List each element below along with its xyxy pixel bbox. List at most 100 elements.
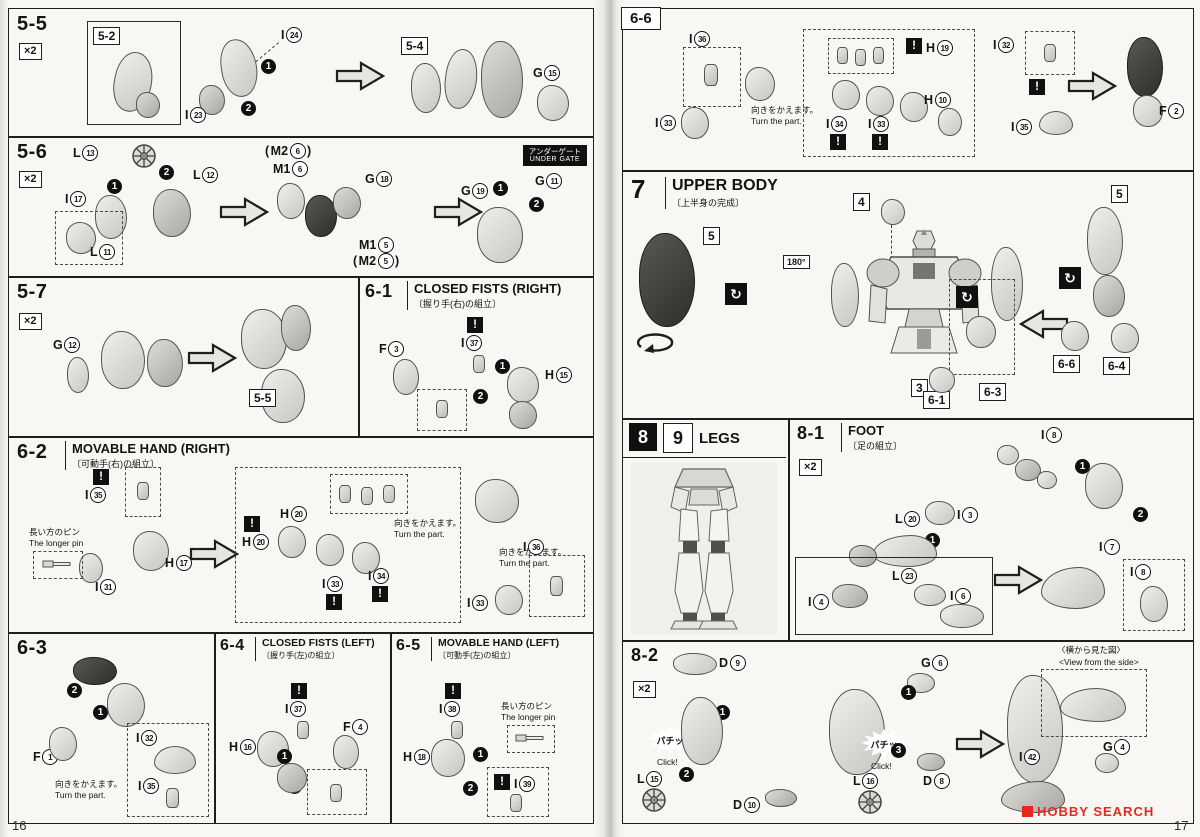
arm-part-illustration xyxy=(991,247,1023,321)
order-badge: 2 xyxy=(67,683,82,698)
part-illustration xyxy=(510,794,522,812)
turn-part-hand-icon: ↻ xyxy=(725,283,747,305)
note-longer-pin-jp: 長い方のピン xyxy=(501,701,553,711)
detail-inset xyxy=(330,474,408,514)
part-illustration xyxy=(855,49,866,66)
order-badge: 1 xyxy=(901,685,916,700)
order-badge: 1 xyxy=(261,59,276,74)
ref-label: 5-4 xyxy=(401,37,429,55)
detail-inset xyxy=(828,38,894,74)
caution-icon: ! xyxy=(445,683,461,699)
part-illustration xyxy=(481,41,523,118)
step-number: 8-1 xyxy=(797,423,825,443)
assembly-arrow-icon xyxy=(187,341,237,375)
order-badge: 2 xyxy=(529,197,544,212)
part-illustration xyxy=(431,739,465,777)
foot-part-illustration xyxy=(1001,781,1065,813)
step-title-jp: 〔握り手(右)の組立〕 xyxy=(414,299,501,309)
pin-icon xyxy=(42,558,72,570)
caution-icon: ! xyxy=(830,134,846,150)
part-illustration xyxy=(49,727,77,761)
step-title: MOVABLE HAND (RIGHT) xyxy=(72,441,230,456)
part-illustration xyxy=(873,47,884,64)
part-illustration xyxy=(361,487,373,505)
caution-icon: ! xyxy=(1029,79,1045,95)
part-illustration xyxy=(914,584,946,606)
part-illustration xyxy=(475,479,519,523)
part-illustration xyxy=(1044,44,1056,62)
turn-part-hand-icon: ↻ xyxy=(956,286,978,308)
rotate-180-badge: 180° xyxy=(783,255,810,269)
caution-icon: ! xyxy=(467,317,483,333)
part-illustration xyxy=(333,187,361,219)
part-illustration xyxy=(95,195,127,239)
caution-icon: ! xyxy=(872,134,888,150)
disc-part-illustration xyxy=(857,789,883,815)
order-badge: 1 xyxy=(473,747,488,762)
step-number: 6-4 xyxy=(220,637,245,654)
ref-label-6-4: 6-4 xyxy=(1103,357,1131,375)
part-illustration xyxy=(217,36,261,100)
part-illustration xyxy=(147,339,183,387)
part-illustration xyxy=(339,485,351,503)
step-number: 7 xyxy=(631,174,646,204)
caution-icon: ! xyxy=(906,38,922,54)
ref-label: 5-2 xyxy=(93,27,121,45)
note-turn-en: Turn the part. xyxy=(751,116,802,126)
part-illustration xyxy=(477,207,523,263)
part-illustration xyxy=(297,721,309,739)
step-number: 5-5 xyxy=(17,13,48,35)
ref-label: 5-5 xyxy=(249,389,277,407)
caution-icon: ! xyxy=(244,516,260,532)
part-illustration xyxy=(79,553,103,583)
arm-part-illustration xyxy=(831,263,859,327)
head-part-illustration xyxy=(881,199,905,225)
undergate-badge: アンダーゲート UNDER GATE xyxy=(522,145,587,167)
part-illustration xyxy=(277,763,307,793)
order-badge: 2 xyxy=(679,767,694,782)
quantity-badge: ×2 xyxy=(799,459,822,476)
detail-inset xyxy=(529,555,585,617)
pin-detail-inset xyxy=(507,725,555,753)
part-illustration xyxy=(333,735,359,769)
part-illustration xyxy=(832,80,860,110)
hand-part-illustration xyxy=(1111,323,1139,353)
step-number: 6-2 xyxy=(17,441,48,463)
quantity-badge: ×2 xyxy=(19,313,42,330)
step-number: 6-1 xyxy=(365,281,393,301)
note-longer-pin-en: The longer pin xyxy=(501,712,556,722)
part-illustration xyxy=(451,721,463,739)
panel-legs-header: 8 9 LEGS xyxy=(622,418,790,642)
part-illustration xyxy=(681,107,709,139)
note-turn-jp: 向きをかえます。 xyxy=(394,518,462,528)
rotate-arrow-icon xyxy=(633,329,679,353)
quantity-badge: ×2 xyxy=(633,681,656,698)
